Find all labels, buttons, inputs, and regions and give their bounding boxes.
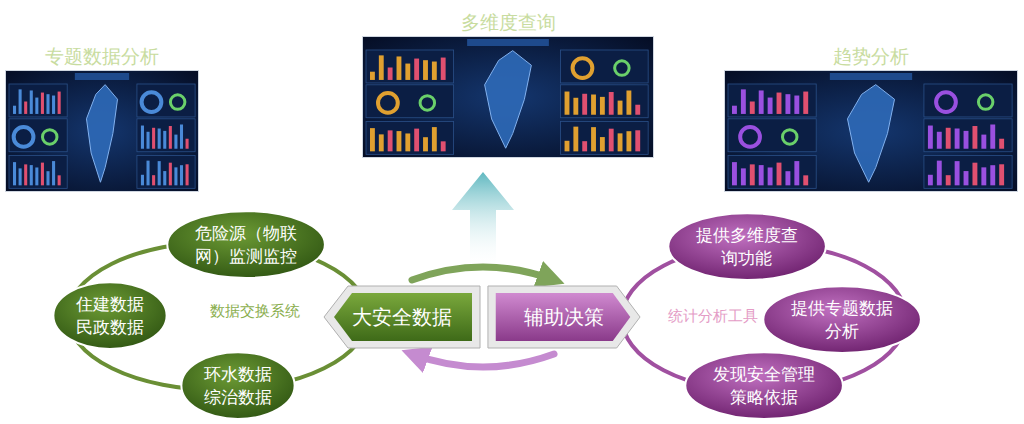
ellipse-text: 住建数据 [76,293,144,316]
data-ellipse: 提供专题数据分析 [760,284,924,355]
side-label: 数据交换系统 [210,302,300,321]
arrow-text: 辅助决策 [524,304,604,331]
data-ellipse: 提供多维度查询功能 [665,211,829,282]
dashboard-screenshot [5,70,199,192]
screen-holder [5,70,199,192]
ellipse-shape [164,209,328,280]
ellipse-shape [51,280,169,351]
ellipse-text: 民政数据 [76,316,144,339]
screen-title: 专题数据分析 [5,42,199,70]
screen-holder [362,36,654,158]
data-ellipse: 危险源（物联网）监测监控 [164,209,328,280]
ellipse-text: 发现安全管理策略依据 [709,363,819,409]
ellipse-shape [665,211,829,282]
ellipse-shape [179,350,297,421]
arrow-box: 大安全数据 [322,284,482,350]
dashboard-node: 专题数据分析 [5,42,199,192]
curved-arrow [412,354,554,367]
ellipse-text: 综治数据 [204,386,272,409]
dashboard-node: 趋势分析 [724,42,1018,192]
ellipse-text: 提供专题数据分析 [787,297,897,343]
screen-title: 多维度查询 [362,8,654,36]
dashboard-screenshot [362,36,654,158]
screen-holder [724,70,1018,192]
arrow-box: 辅助决策 [486,284,642,350]
up-arrow [452,172,514,268]
screen-title: 趋势分析 [724,42,1018,70]
data-ellipse: 环水数据综治数据 [179,350,297,421]
dashboard-screenshot [724,70,1018,192]
curved-arrow [412,267,554,280]
arrow-text: 大安全数据 [352,304,452,331]
data-ellipse: 发现安全管理策略依据 [682,350,846,421]
side-label: 统计分析工具 [668,307,758,326]
ellipse-text: 危险源（物联网）监测监控 [191,222,301,268]
ellipse-text: 环水数据 [204,363,272,386]
dashboard-node: 多维度查询 [362,8,654,158]
data-ellipse: 住建数据民政数据 [51,280,169,351]
ellipse-shape [682,350,846,421]
ellipse-shape [760,284,924,355]
ellipse-text: 提供多维度查询功能 [692,224,802,270]
